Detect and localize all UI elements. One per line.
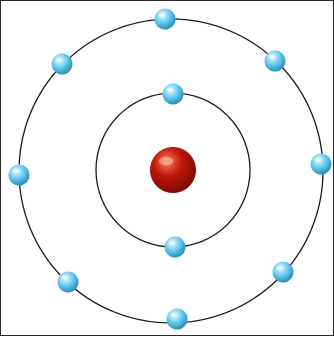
electron-shell-2-2 [265,51,286,72]
electron-shell-2-5 [167,309,188,330]
electron-shell-2-4 [273,262,294,283]
electron-shell-2-7 [9,165,30,186]
electron-shell-1-2 [165,237,186,258]
nucleus [150,147,196,193]
electron-shell-2-3 [311,154,332,175]
electron-shell-2-1 [155,9,176,30]
electron-shell-2-6 [58,272,79,293]
electron-shell-2-8 [52,54,73,75]
electron-shell-1-1 [163,84,184,105]
